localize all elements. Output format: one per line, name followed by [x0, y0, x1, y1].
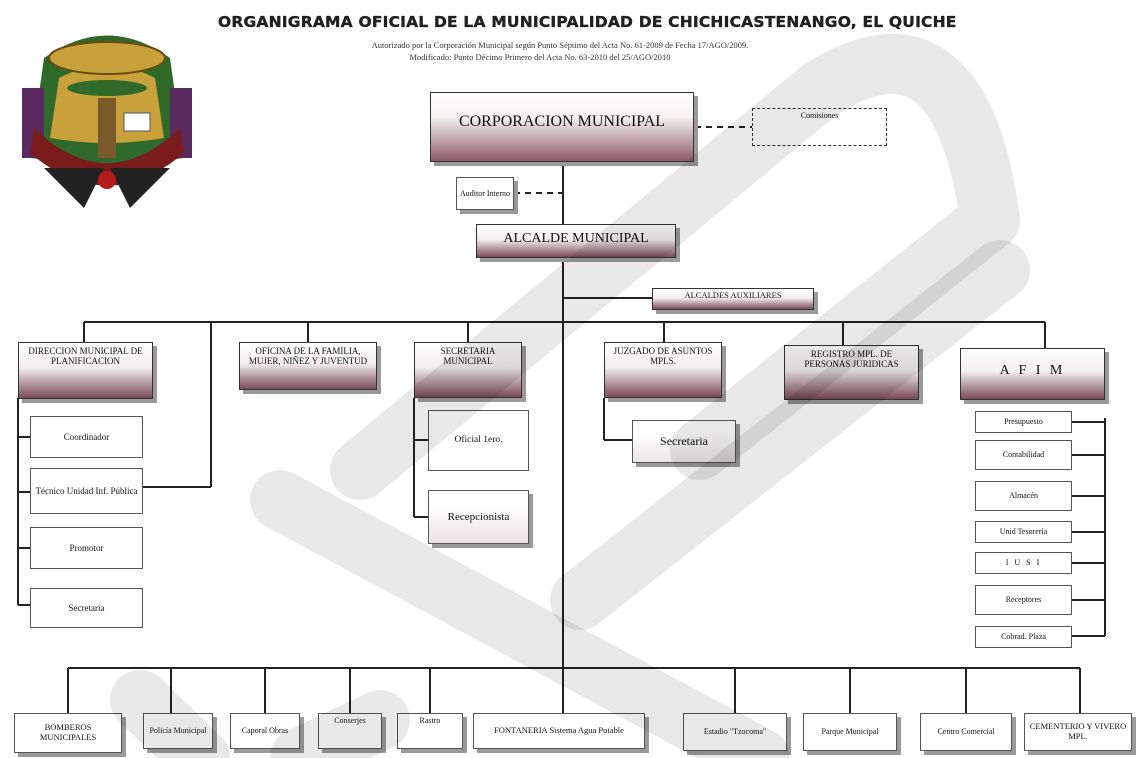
- node-secretaria-municipal: SECRETARIA MUNICIPAL: [414, 342, 522, 398]
- node-caporal-obras: Caporal Obras: [230, 713, 300, 749]
- chart-subtitle-modified: Modificado: Punto Décimo Primero del Act…: [409, 52, 671, 62]
- node-juzgado: JUZGADO DE ASUNTOS MPLS.: [604, 342, 722, 398]
- node-secretaria-dmp: Secretaria: [30, 588, 143, 628]
- node-almacen: Almacén: [975, 481, 1072, 511]
- node-conserjes: Conserjes: [318, 713, 382, 749]
- node-alcalde-municipal: ALCALDE MUNICIPAL: [476, 224, 676, 258]
- node-unid-tesoreria: Unid Tesorería: [975, 521, 1072, 543]
- municipal-seal-icon: [14, 18, 200, 212]
- node-secretaria-juzgado: Secretaria: [632, 420, 736, 463]
- node-comisiones: Comisiones: [752, 108, 887, 146]
- node-corporacion-municipal: CORPORACION MUNICIPAL: [430, 92, 694, 162]
- node-estadio: Estadio "Tzocoma": [683, 713, 787, 751]
- node-registro-personas-juridicas: REGISTRO MPL. DE PERSONAS JURIDICAS: [784, 345, 919, 400]
- node-iusi: I U S I: [975, 552, 1072, 574]
- chart-subtitle-authorized: Autorizado por la Corporación Municipal …: [371, 40, 749, 50]
- node-contabilidad: Contabilidad: [975, 440, 1072, 470]
- chart-title: ORGANIGRAMA OFICIAL DE LA MUNICIPALIDAD …: [218, 13, 957, 31]
- node-receptores: Receptores: [975, 585, 1072, 615]
- node-cobrad-plaza: Cobrad. Plaza: [975, 626, 1072, 648]
- node-oficina-mujer: OFICINA DE LA FAMILIA, MUJER, NIÑEZ Y JU…: [239, 342, 377, 390]
- node-presupuesto: Presupuesto: [975, 411, 1072, 433]
- node-alcaldes-auxiliares: ALCALDES AUXILIARES: [652, 288, 814, 310]
- node-centro-comercial: Centro Comercial: [920, 713, 1012, 751]
- node-oficial-1ero: Oficial 1ero.: [428, 410, 529, 471]
- node-afim: A F I M: [960, 348, 1105, 400]
- node-promotor: Promotor: [30, 527, 143, 569]
- node-parque: Parque Municipal: [803, 713, 897, 751]
- node-bomberos: BOMBEROS MUNICIPALES: [14, 713, 122, 753]
- node-policia: Policía Municipal: [143, 713, 213, 749]
- node-cementerio: CEMENTERIO Y VIVERO MPL.: [1024, 713, 1132, 751]
- node-coordinador: Coordinador: [30, 416, 143, 458]
- node-rastro: Rastro: [397, 713, 463, 749]
- node-tecnico-unidad: Técnico Unidad Inf. Pública: [30, 468, 143, 514]
- node-auditor-interno: Auditor Interno: [456, 177, 514, 210]
- node-recepcionista: Recepcionista: [428, 490, 529, 544]
- node-fontaneria: FONTANERIA Sistema Agua Potable: [473, 713, 645, 749]
- node-direccion-planificacion: DIRECCION MUNICIPAL DE PLANIFICACION: [18, 342, 153, 399]
